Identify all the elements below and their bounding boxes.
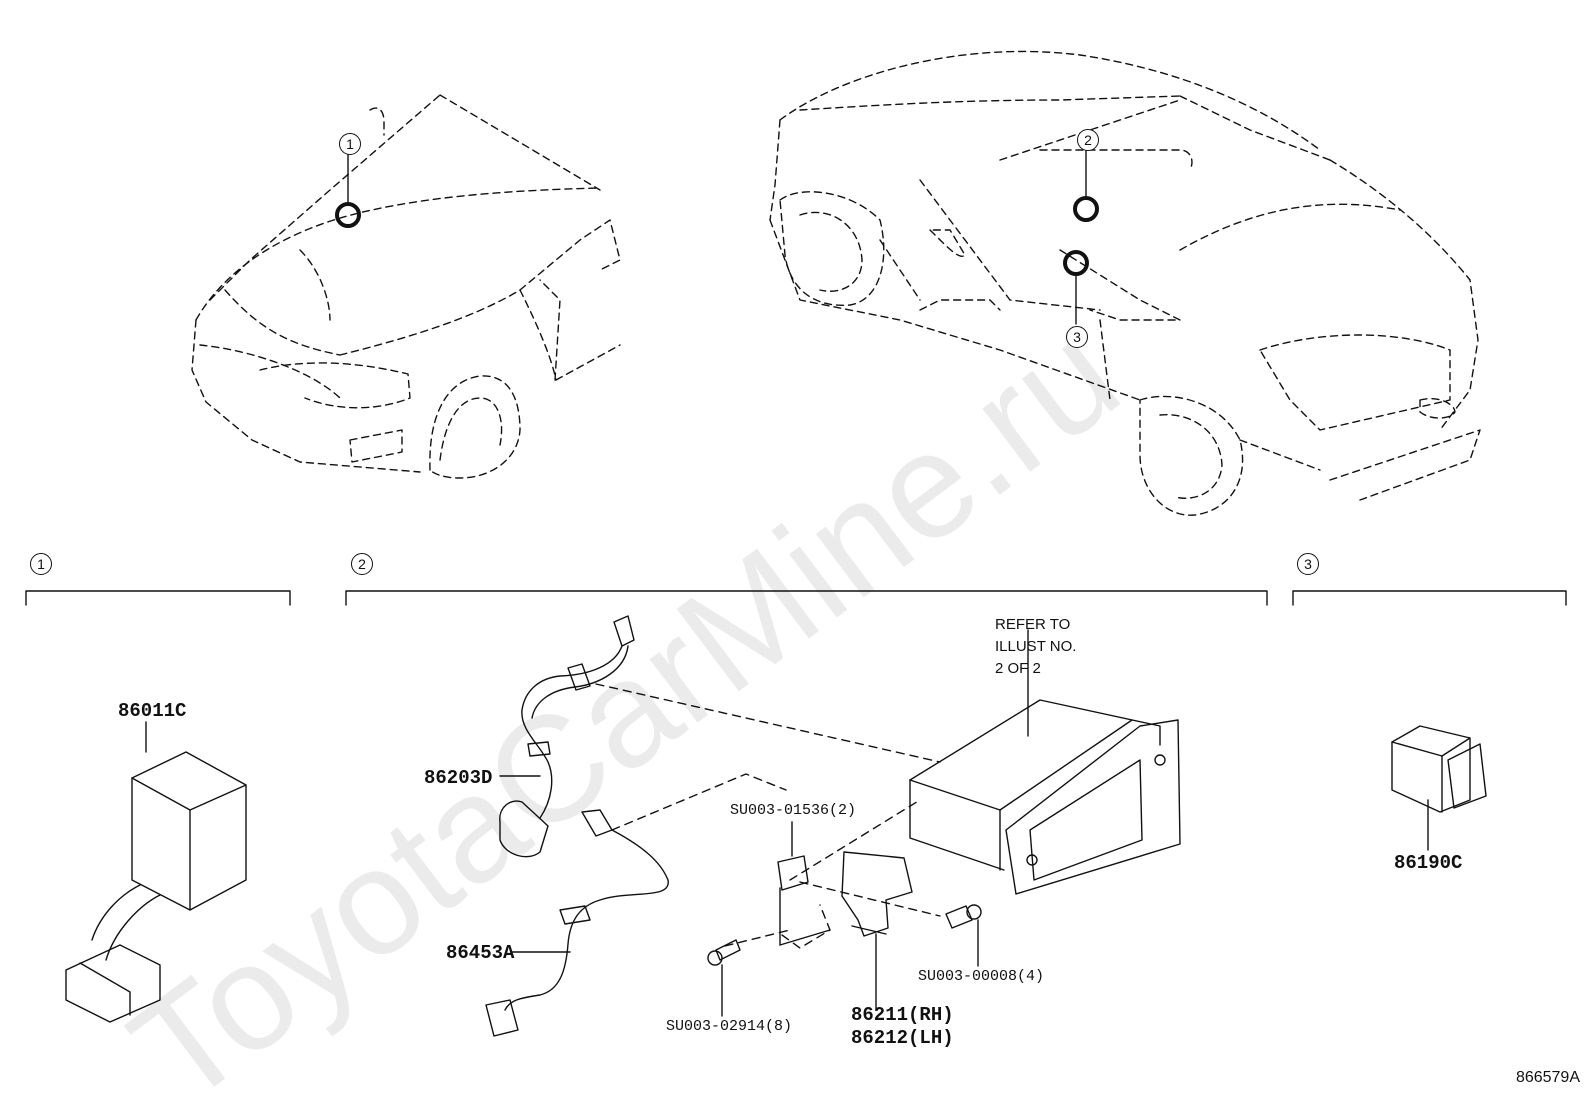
part-label-SU003-02914[interactable]: SU003-02914(8) — [666, 1018, 793, 1035]
refer-note: REFER TO ILLUST NO. 2 OF 2 — [995, 614, 1076, 680]
section-2-marker: 2 — [351, 553, 373, 575]
part-label-86212-lh[interactable]: 86212(LH) — [851, 1027, 954, 1049]
part-86203D-drawing — [499, 615, 635, 858]
location-marker-1 — [335, 202, 361, 228]
part-86190C-drawing — [1391, 725, 1487, 851]
part-label-86011C[interactable]: 86011C — [118, 700, 187, 722]
location-marker-3 — [1063, 250, 1089, 276]
part-86453A-drawing — [485, 809, 669, 1037]
illustration-number: 866579A — [1515, 1069, 1580, 1086]
callout-1[interactable]: 1 — [339, 133, 361, 155]
part-label-SU003-00008[interactable]: SU003-00008(4) — [918, 968, 1045, 985]
interior-car-drawing — [769, 50, 1481, 516]
mount-bracket-drawing — [777, 821, 913, 1011]
front-car-drawing — [191, 94, 621, 479]
refer-note-line2: ILLUST NO. — [995, 638, 1077, 655]
callout-3[interactable]: 3 — [1066, 326, 1088, 348]
head-unit-drawing — [909, 629, 1181, 895]
part-label-86190C[interactable]: 86190C — [1394, 852, 1463, 874]
refer-note-line3: 2 OF 2 — [995, 660, 1041, 677]
part-label-86203D[interactable]: 86203D — [424, 767, 493, 789]
part-label-86211-rh[interactable]: 86211(RH) — [851, 1004, 954, 1026]
screws-drawing — [707, 904, 982, 1017]
part-label-86453A[interactable]: 86453A — [446, 942, 515, 964]
section-1-marker: 1 — [30, 553, 52, 575]
callout-2[interactable]: 2 — [1077, 129, 1099, 151]
part-86011C-drawing — [65, 721, 247, 1023]
section-3-marker: 3 — [1297, 553, 1319, 575]
location-marker-2 — [1073, 196, 1099, 222]
part-label-SU003-01536[interactable]: SU003-01536(2) — [730, 802, 857, 819]
refer-note-line1: REFER TO — [995, 616, 1071, 633]
